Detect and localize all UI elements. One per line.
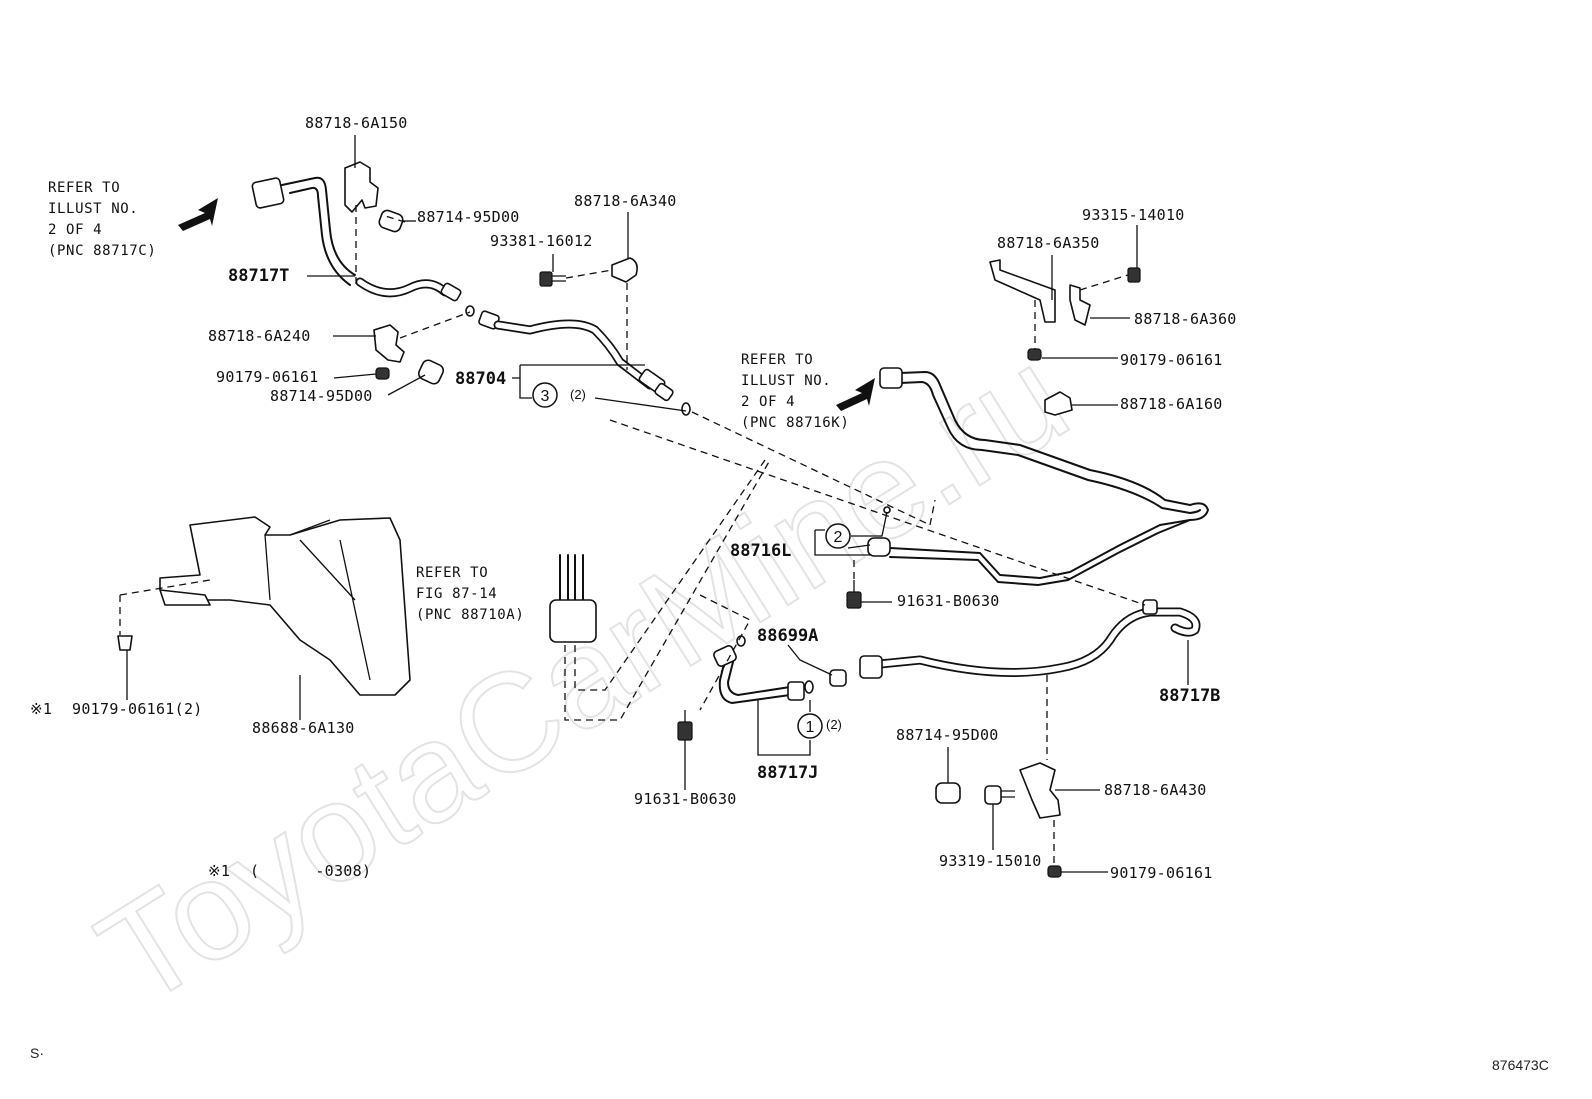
bolt-93381-16012 xyxy=(539,271,566,287)
label-90179-06161-c: 90179-06161(2) xyxy=(72,700,203,718)
svg-text:3: 3 xyxy=(541,388,550,405)
arrow-icon xyxy=(178,198,218,231)
bolt-91631-B0630-a xyxy=(846,580,862,609)
bracket-88718-6A430 xyxy=(1019,762,1061,819)
footer-left-code: S· xyxy=(30,1045,44,1061)
svg-text:1: 1 xyxy=(806,719,815,736)
label-88717T: 88717T xyxy=(228,266,289,286)
grommet-88714-95D00-a xyxy=(378,209,404,233)
pipe-88717J xyxy=(713,635,814,704)
assembly-lines xyxy=(119,205,1146,865)
watermark-text: ToyotaCarMine.ru xyxy=(73,317,1093,1036)
bracket-88718-6A360 xyxy=(1069,284,1091,326)
nut-90179-06161-d xyxy=(1047,865,1062,878)
callout-1: 1 (2) xyxy=(797,713,842,739)
svg-text:(2): (2) xyxy=(826,717,842,732)
label-88717B: 88717B xyxy=(1159,686,1220,706)
svg-text:REFER TO: REFER TO xyxy=(741,352,813,368)
callout-2: 2 xyxy=(825,523,851,549)
label-88716L: 88716L xyxy=(730,541,791,561)
label-93315-14010: 93315-14010 xyxy=(1082,206,1185,224)
svg-text:FIG 87-14: FIG 87-14 xyxy=(416,586,497,602)
refer-note-middle: REFER TO ILLUST NO. 2 OF 4 (PNC 88716K) xyxy=(741,352,849,431)
label-88714-95D00-b: 88714-95D00 xyxy=(270,387,373,405)
label-88704: 88704 xyxy=(455,369,506,389)
svg-text:ILLUST NO.: ILLUST NO. xyxy=(741,373,831,389)
clamp-88718-6A340 xyxy=(611,257,638,283)
svg-text:(PNC 88716K): (PNC 88716K) xyxy=(741,415,849,431)
refer-note-top-left: REFER TO ILLUST NO. 2 OF 4 (PNC 88717C) xyxy=(48,180,156,259)
svg-text:(PNC 88710A): (PNC 88710A) xyxy=(416,607,524,623)
svg-text:2: 2 xyxy=(834,529,843,546)
label-88718-6A160: 88718-6A160 xyxy=(1120,395,1223,413)
illustration-number: 876473C xyxy=(1492,1057,1549,1073)
label-88718-6A350: 88718-6A350 xyxy=(997,234,1100,252)
svg-text:REFER TO: REFER TO xyxy=(416,565,488,581)
svg-text:(PNC 88717C): (PNC 88717C) xyxy=(48,243,156,259)
svg-text:2 OF 4: 2 OF 4 xyxy=(741,394,795,410)
svg-text:REFER TO: REFER TO xyxy=(48,180,120,196)
label-90179-06161-b: 90179-06161 xyxy=(1120,351,1223,369)
label-88714-95D00-a: 88714-95D00 xyxy=(417,208,520,226)
grommet-88714-95D00-b xyxy=(417,359,445,385)
label-90179-06161-a: 90179-06161 xyxy=(216,368,319,386)
label-93381-16012: 93381-16012 xyxy=(490,232,593,250)
label-88718-6A150: 88718-6A150 xyxy=(305,114,408,132)
pipe-88704 xyxy=(465,305,691,416)
footnote-mark-left: ※1 xyxy=(30,700,52,718)
nut-90179-06161-c xyxy=(117,635,133,651)
grommet-88714-95D00-c xyxy=(935,782,961,804)
pipe-88717B xyxy=(829,599,1201,687)
bolt-91631-B0630-b xyxy=(677,710,693,741)
refer-note-fig: REFER TO FIG 87-14 (PNC 88710A) xyxy=(416,565,524,623)
label-88718-6A240: 88718-6A240 xyxy=(208,327,311,345)
callout-3: 3 (2) xyxy=(532,382,586,408)
connector-fig-87-14 xyxy=(549,554,597,643)
pipe-88717T xyxy=(251,176,462,302)
part-88688-6A130 xyxy=(159,516,411,696)
clamp-88718-6A240 xyxy=(373,324,405,363)
svg-text:ILLUST NO.: ILLUST NO. xyxy=(48,201,138,217)
pipe-88716L xyxy=(867,367,1209,586)
label-91631-B0630-b: 91631-B0630 xyxy=(634,790,737,808)
svg-text:(2): (2) xyxy=(570,387,586,402)
svg-text:( -0308): ( -0308) xyxy=(250,862,371,880)
label-91631-B0630-a: 91631-B0630 xyxy=(897,592,1000,610)
leader-lines xyxy=(126,135,1189,873)
bracket-88718-6A350 xyxy=(989,259,1056,323)
svg-text:2 OF 4: 2 OF 4 xyxy=(48,222,102,238)
clamp-88718-6A160 xyxy=(1044,391,1073,416)
label-88718-6A340: 88718-6A340 xyxy=(574,192,677,210)
arrow-icon xyxy=(836,378,875,411)
label-88688-6A130: 88688-6A130 xyxy=(252,719,355,737)
bolt-93319-15010 xyxy=(984,785,1015,805)
nut-90179-06161-a xyxy=(375,367,390,380)
label-93319-15010: 93319-15010 xyxy=(939,852,1042,870)
label-88717J: 88717J xyxy=(757,763,818,783)
clamp-88718-6A150 xyxy=(344,161,379,213)
label-88718-6A360: 88718-6A360 xyxy=(1134,310,1237,328)
label-90179-06161-d: 90179-06161 xyxy=(1110,864,1213,882)
svg-text:※1: ※1 xyxy=(208,862,230,880)
label-88714-95D00-c: 88714-95D00 xyxy=(896,726,999,744)
label-88699A: 88699A xyxy=(757,626,818,646)
footnote: ※1 ( -0308) xyxy=(208,862,371,880)
nut-90179-06161-b xyxy=(1027,348,1042,361)
label-88718-6A430: 88718-6A430 xyxy=(1104,781,1207,799)
bolt-93315-14010 xyxy=(1127,267,1141,283)
